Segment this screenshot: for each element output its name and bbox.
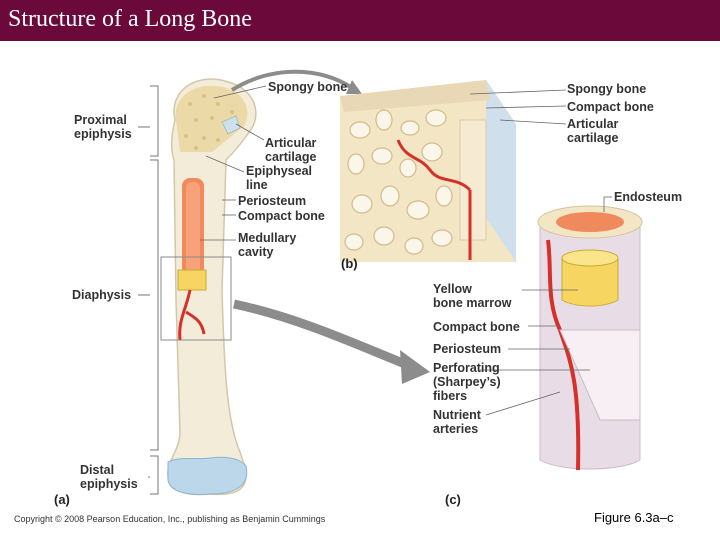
label-compact-bone-c: Compact bone: [433, 320, 520, 334]
pointer-lines-b: [469, 89, 567, 125]
spongy-bone-block: [340, 80, 516, 262]
label-spongy-bone-a: Spongy bone: [268, 80, 348, 94]
long-bone: [167, 78, 257, 496]
label-distal-epiphysis: Distal epiphysis: [80, 463, 138, 491]
pointer-lines-a: [200, 85, 267, 241]
pointer-lines-c: [480, 196, 612, 416]
label-periosteum-c: Periosteum: [433, 342, 502, 356]
arrow-to-c: [233, 299, 412, 371]
figure-number: Figure 6.3a–c: [594, 510, 674, 525]
label-text: Medullary cavity: [238, 231, 297, 259]
label-articular-cartilage-a: Articular cartilage: [265, 136, 316, 164]
label-text: Nutrient arteries: [433, 408, 481, 436]
label-compact-bone-a: Compact bone: [238, 209, 325, 223]
epiphysis-brackets: [138, 85, 159, 495]
label-compact-bone-b: Compact bone: [567, 100, 654, 114]
panel-b-label: (b): [341, 256, 358, 271]
label-perforating-fibers: Perforating (Sharpey’s) fibers: [433, 361, 501, 403]
callout-box: [160, 256, 232, 341]
label-text: Yellow bone marrow: [433, 282, 512, 310]
label-yellow-marrow: Yellow bone marrow: [433, 282, 512, 310]
label-epiphyseal-line: Epiphyseal line: [246, 164, 312, 192]
label-proximal-epiphysis: Proximal epiphysis: [74, 113, 132, 141]
slide-title: Structure of a Long Bone: [8, 6, 252, 32]
panel-a-label: (a): [54, 492, 70, 507]
label-diaphysis: Diaphysis: [72, 288, 132, 302]
copyright-notice: Copyright © 2008 Pearson Education, Inc.…: [14, 514, 326, 524]
diaphysis-section: [537, 205, 643, 471]
label-text: Articular cartilage: [265, 136, 317, 164]
label-text: Articular cartilage: [567, 117, 619, 145]
label-periosteum-a: Periosteum: [238, 194, 307, 208]
label-endosteum: Endosteum: [614, 190, 683, 204]
arrow-to-b: [230, 69, 354, 92]
title-bar: Structure of a Long Bone: [0, 0, 720, 41]
label-text: Perforating (Sharpey’s) fibers: [433, 361, 501, 403]
panel-c-label: (c): [445, 492, 461, 507]
label-spongy-bone-b: Spongy bone: [567, 82, 647, 96]
label-medullary-cavity: Medullary cavity: [238, 231, 296, 259]
label-text: Distal epiphysis: [80, 463, 138, 491]
label-text: Proximal epiphysis: [74, 113, 132, 141]
label-articular-cartilage-b: Articular cartilage: [567, 117, 618, 145]
label-text: Epiphyseal line: [246, 164, 312, 192]
label-nutrient-arteries: Nutrient arteries: [433, 408, 481, 436]
